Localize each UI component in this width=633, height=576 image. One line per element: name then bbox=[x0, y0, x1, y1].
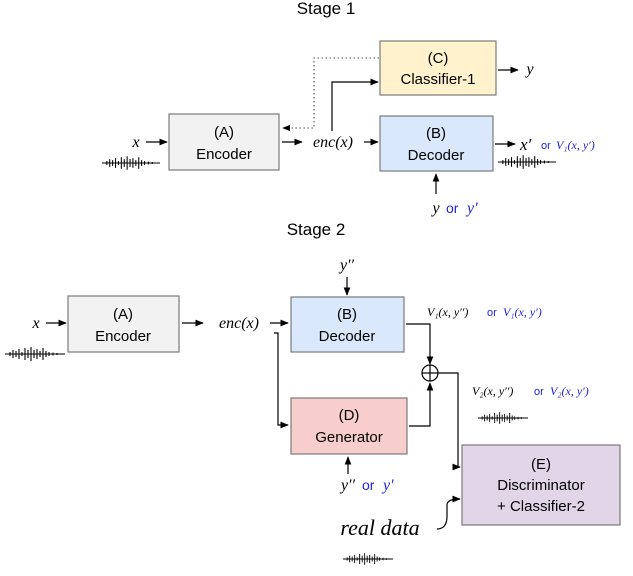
stage2-sum-node bbox=[421, 364, 439, 382]
stage1-encoder-name: Encoder bbox=[196, 146, 252, 163]
stage1-classifier-block: (C) Classifier-1 bbox=[379, 40, 497, 96]
stage2-generator-block: (D) Generator bbox=[290, 397, 408, 455]
stage2-input-waveform bbox=[4, 347, 66, 361]
stage1-classifier-output: y bbox=[524, 61, 534, 78]
stage2-discriminator-name1: Discriminator bbox=[497, 477, 585, 494]
stage1-classifier-tag: (C) bbox=[428, 50, 449, 67]
stage1-enc-to-classifier bbox=[331, 78, 379, 131]
stage2-v2-waveform bbox=[478, 412, 528, 424]
stage2-sum-to-discriminator bbox=[438, 372, 461, 471]
stage2-title: Stage 2 bbox=[287, 220, 346, 239]
stage2-decoder-input: y′′ bbox=[338, 257, 355, 274]
stage1-classifier-name: Classifier-1 bbox=[400, 71, 475, 88]
stage2-v2-or: or bbox=[534, 386, 544, 398]
stage1-title: Stage 1 bbox=[297, 0, 356, 18]
stage2-generator-to-sum bbox=[409, 382, 434, 427]
stage2-generator-input-y: y′′ bbox=[339, 477, 356, 494]
stage2-v1-or: or bbox=[487, 307, 497, 319]
stage2-realdata-waveform bbox=[343, 553, 393, 565]
stage2-v1-alt: V₁(x, y′) bbox=[503, 305, 542, 319]
stage2-generator-tag: (D) bbox=[339, 407, 360, 424]
stage2-generator-input-or: or bbox=[362, 477, 375, 493]
stage2-decoder-block: (B) Decoder bbox=[290, 296, 405, 353]
stage1-decoder-output-alt: V₁(x, y′) bbox=[556, 138, 595, 152]
stage2-v1-label: V₁(x, y′′) bbox=[427, 305, 468, 319]
stage1-input-x: x bbox=[131, 134, 139, 151]
stage1-decoder-tag: (B) bbox=[426, 125, 446, 142]
stage2-generator-input-yprime: y′ bbox=[381, 477, 394, 494]
stage2-discriminator-name2: + Classifier-2 bbox=[497, 498, 585, 515]
stage2-encoder-name: Encoder bbox=[95, 328, 151, 345]
stage2-decoder-name: Decoder bbox=[319, 328, 376, 345]
stage2-encoder-block: (A) Encoder bbox=[67, 295, 180, 353]
stage1-dotted-feedback bbox=[282, 57, 379, 132]
stage2-realdata-to-discriminator bbox=[436, 495, 461, 530]
stage1-encoder-tag: (A) bbox=[214, 124, 234, 141]
stage2-discriminator-block: (E) Discriminator + Classifier-2 bbox=[461, 444, 621, 526]
stage2-enc-output: enc(x) bbox=[219, 315, 259, 332]
stage2-decoder-tag: (B) bbox=[337, 306, 357, 323]
stage1-decoder-output-or: or bbox=[541, 140, 551, 152]
stage1-decoder-block: (B) Decoder bbox=[379, 115, 494, 172]
stage1-decoder-output: x′ bbox=[519, 135, 532, 154]
stage1-enc-output: enc(x) bbox=[313, 134, 353, 151]
stage1-encoder-block: (A) Encoder bbox=[168, 113, 280, 171]
stage1-decoder-name: Decoder bbox=[408, 147, 465, 164]
stage2-enc-to-generator bbox=[274, 332, 289, 429]
stage2-input-x: x bbox=[31, 315, 39, 332]
stage2-real-data: real data bbox=[340, 515, 419, 540]
stage2-generator-name: Generator bbox=[315, 429, 383, 446]
stage2-decoder-to-sum bbox=[406, 323, 434, 365]
stage1-output-waveform bbox=[498, 155, 556, 169]
stage1-decoder-input-yprime: y′ bbox=[465, 200, 478, 217]
stage2-encoder-tag: (A) bbox=[113, 306, 133, 323]
stage2-v2-label: V₂(x, y′′) bbox=[472, 384, 513, 398]
stage2-discriminator-tag: (E) bbox=[531, 456, 551, 473]
stage2-v2-alt: V₂(x, y′) bbox=[550, 384, 589, 398]
stage1-decoder-input-or: or bbox=[446, 200, 459, 216]
stage1-decoder-input-y: y bbox=[430, 200, 440, 217]
stage1-input-waveform bbox=[102, 156, 160, 170]
